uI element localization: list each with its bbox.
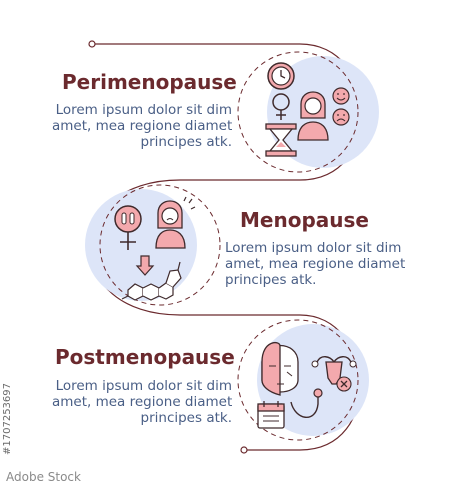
woman-icon <box>297 91 329 141</box>
step-1-desc-line: amet, mea regione diamet <box>52 118 233 134</box>
postmenopause-icon <box>237 319 369 441</box>
watermark-id: #1707253697 <box>2 382 13 455</box>
hormone-molecule-icon <box>121 261 182 301</box>
step-3-description: Lorem ipsum dolor sit dim amet, mea regi… <box>52 378 232 426</box>
aging-face-icon <box>261 341 299 396</box>
connector-end-dot <box>240 446 248 454</box>
step-1-description: Lorem ipsum dolor sit dim amet, mea regi… <box>52 102 232 150</box>
step-3-desc-line: Lorem ipsum dolor sit dim <box>55 378 232 394</box>
uterus-icon <box>311 356 357 385</box>
menopause-icon <box>85 184 221 306</box>
perimenopause-icon <box>237 51 379 173</box>
arrow-down-icon <box>135 255 155 276</box>
step-2-desc-line: principes atk. <box>225 272 317 288</box>
step-2-title: Menopause <box>240 208 369 232</box>
step-2-desc-line: Lorem ipsum dolor sit dim <box>225 240 402 256</box>
step-2-desc-line: amet, mea regione diamet <box>225 256 406 272</box>
stethoscope-icon <box>290 388 323 418</box>
step-1-desc-line: Lorem ipsum dolor sit dim <box>55 102 232 118</box>
upset-woman-icon <box>155 196 196 249</box>
step-1-desc-line: principes atk. <box>140 134 232 150</box>
step-3-title: Postmenopause <box>55 345 235 369</box>
clock-icon <box>267 62 295 90</box>
calendar-icon <box>257 401 285 429</box>
hourglass-icon <box>265 123 297 157</box>
step-2-description: Lorem ipsum dolor sit dim amet, mea regi… <box>225 240 405 288</box>
watermark-brand: Adobe Stock <box>6 470 81 484</box>
connector-start-dot <box>88 40 96 48</box>
happy-face-icon <box>332 87 350 105</box>
female-symbol-icon <box>272 93 290 120</box>
female-ovary-symbol-icon <box>114 205 142 250</box>
cross-mark-icon <box>336 376 352 392</box>
step-1-title: Perimenopause <box>62 70 237 94</box>
step-3-desc-line: principes atk. <box>140 410 232 426</box>
sad-face-icon <box>332 108 350 126</box>
step-3-desc-line: amet, mea regione diamet <box>52 394 233 410</box>
